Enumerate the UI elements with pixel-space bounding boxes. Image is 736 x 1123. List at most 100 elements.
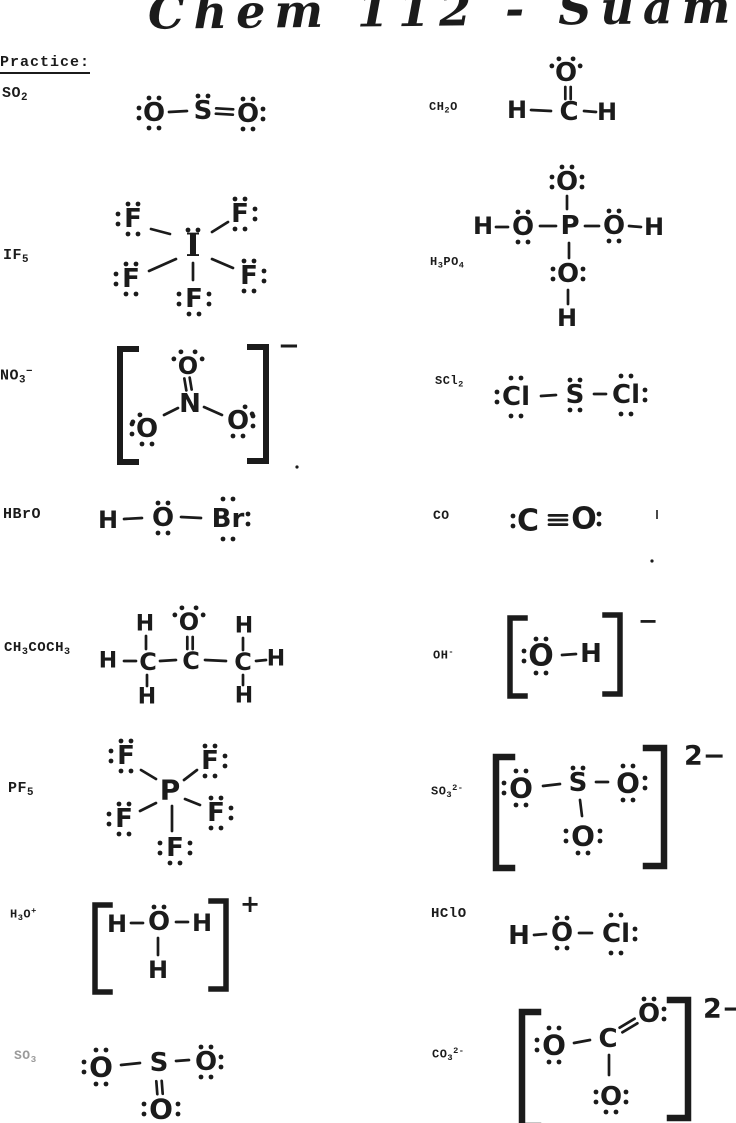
lone-pair-dot — [554, 915, 560, 921]
lone-pair-dot — [206, 291, 212, 297]
atom-O: O — [143, 98, 165, 128]
atom-F: F — [207, 798, 225, 828]
lone-pair-dot — [198, 1074, 204, 1080]
lone-pair-dot — [116, 831, 122, 837]
lone-pair-dot — [106, 811, 112, 817]
lone-pair-dot — [212, 743, 218, 749]
lone-pair-dot — [513, 802, 519, 808]
lone-pair-dot — [518, 413, 524, 419]
left-bracket — [518, 1008, 542, 1123]
lone-pair-dot — [151, 904, 157, 910]
lone-pair-dot — [230, 496, 236, 502]
lone-pair-dot — [156, 125, 162, 131]
atom-S: S — [566, 380, 585, 410]
lone-pair-dot — [165, 500, 171, 506]
lone-pair-dot — [113, 281, 119, 287]
lone-pair-dot — [126, 831, 132, 837]
lone-pair-dot — [546, 1025, 552, 1031]
atom-O: O — [195, 1047, 217, 1077]
lone-pair-dot — [136, 115, 142, 121]
lone-pair-dot — [570, 56, 576, 62]
lone-pair-dot — [630, 763, 636, 769]
atom-O: O — [136, 414, 158, 444]
lone-pair-dot — [521, 648, 527, 654]
left-bracket — [92, 902, 113, 995]
bond — [254, 658, 268, 663]
right-bracket — [666, 996, 692, 1122]
atom-S: S — [194, 96, 213, 126]
left-bracket — [117, 346, 139, 465]
lone-pair-dot — [155, 530, 161, 536]
bond — [578, 798, 584, 818]
lone-pair-dot — [252, 216, 258, 222]
lone-pair-dot — [556, 1059, 562, 1065]
lone-pair-dot — [580, 266, 586, 272]
lone-pair-dot — [135, 231, 141, 237]
lone-pair-dot — [596, 511, 602, 517]
lone-pair-dot — [205, 93, 211, 99]
lone-pair-dot — [618, 912, 624, 918]
bond — [160, 1079, 165, 1096]
bond — [158, 658, 178, 663]
lone-pair-dot — [620, 763, 626, 769]
lone-pair-dot — [196, 311, 202, 317]
lone-pair-dot — [125, 201, 131, 207]
lone-pair-dot — [577, 63, 583, 69]
atom-O: O — [571, 502, 597, 537]
lone-pair-dot — [242, 226, 248, 232]
lone-pair-dot — [240, 96, 246, 102]
lone-pair-dot — [501, 790, 507, 796]
lone-pair-dot — [195, 227, 201, 233]
bond — [214, 106, 235, 111]
lone-pair-dot — [534, 1047, 540, 1053]
atom-Br: Br — [212, 504, 245, 534]
bond — [147, 257, 178, 273]
atom-O: O — [616, 767, 640, 800]
lone-pair-dot — [141, 1111, 147, 1117]
bond — [182, 377, 188, 392]
atom-Cl: Cl — [502, 382, 530, 412]
atom-H: H — [136, 612, 154, 637]
lone-pair-dot — [593, 1099, 599, 1105]
lone-pair-dot — [521, 658, 527, 664]
lone-pair-dot — [171, 356, 177, 362]
atom-F: F — [185, 284, 203, 314]
lone-pair-dot — [603, 1109, 609, 1115]
atom-I: I — [186, 226, 201, 264]
lone-pair-dot — [525, 239, 531, 245]
lone-pair-dot — [642, 775, 648, 781]
right-bracket — [642, 744, 668, 870]
lone-pair-dot — [618, 411, 624, 417]
lone-pair-dot — [187, 850, 193, 856]
lone-pair-dot — [130, 419, 136, 425]
atom-C: C — [559, 97, 578, 127]
atom-H: H — [99, 649, 117, 674]
lone-pair-dot — [220, 496, 226, 502]
lone-pair-dot — [585, 850, 591, 856]
lone-pair-dot — [245, 521, 251, 527]
scan-artifact — [295, 465, 299, 469]
lone-pair-dot — [513, 768, 519, 774]
lone-pair-dot — [260, 116, 266, 122]
lone-pair-dot — [616, 238, 622, 244]
lone-pair-dot — [230, 433, 236, 439]
lone-pair-dot — [93, 1047, 99, 1053]
atom-F: F — [117, 741, 135, 771]
lone-pair-dot — [549, 174, 555, 180]
lone-pair-dot — [187, 840, 193, 846]
lone-pair-dot — [199, 356, 205, 362]
bond — [541, 782, 562, 788]
lone-pair-dot — [232, 196, 238, 202]
lone-pair-dot — [208, 795, 214, 801]
lone-pair-dot — [250, 96, 256, 102]
bond — [188, 376, 194, 391]
atom-O: O — [557, 259, 579, 289]
lone-pair-dot — [206, 301, 212, 307]
lone-pair-dot — [149, 441, 155, 447]
